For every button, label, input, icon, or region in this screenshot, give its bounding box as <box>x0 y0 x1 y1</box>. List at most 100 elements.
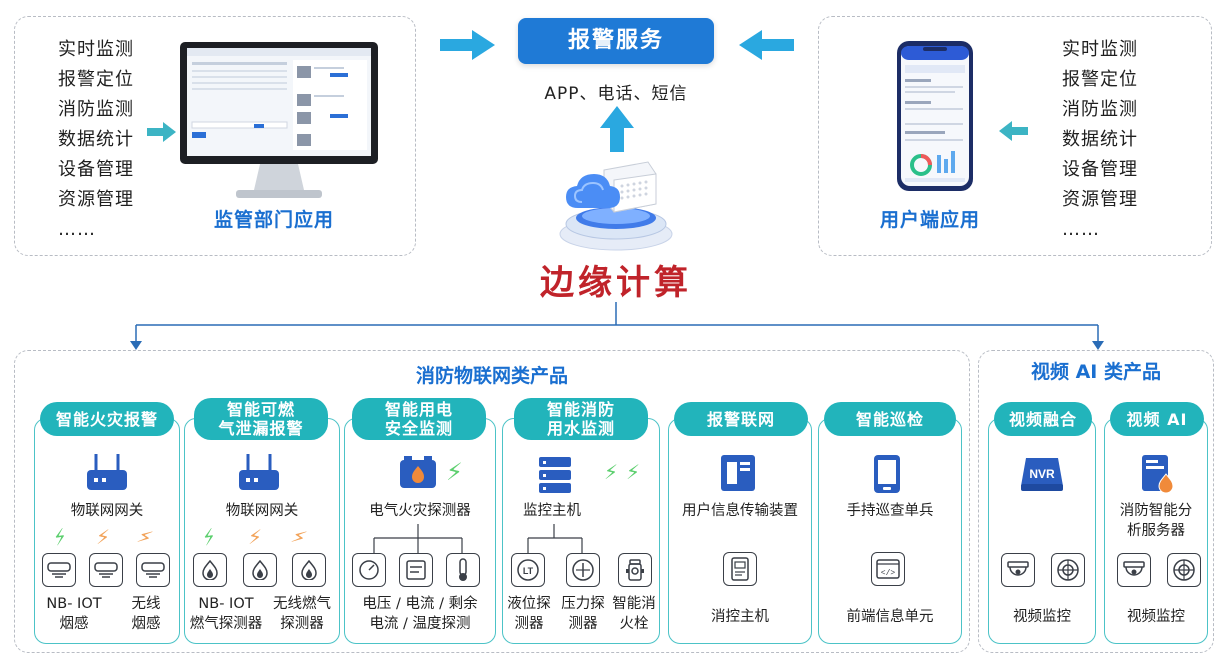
gas-detector-icon <box>243 553 277 587</box>
sub-device-label: 视频监控 <box>1127 609 1185 625</box>
feature-item: 消防监测 <box>1062 99 1138 120</box>
sub-device-label: NB- IOT 烟感 <box>46 596 102 632</box>
feature-item: 资源管理 <box>1062 189 1138 210</box>
sub-device-label: 电压 / 电流 / 剩余 电流 / 温度探测 <box>362 596 478 632</box>
alarm-channels: APP、电话、短信 <box>544 84 688 104</box>
smoke-detector-icon <box>89 553 123 587</box>
card-title: 智能用电 安全监测 <box>352 398 486 440</box>
edge-cloud-icon <box>559 161 673 251</box>
iot-section-title: 消防物联网类产品 <box>415 365 568 387</box>
device-label: 手持巡查单兵 <box>846 503 934 519</box>
video-ai-panel <box>978 350 1214 653</box>
edge-computing-title: 边缘计算 <box>540 263 692 303</box>
tree-connector <box>527 524 583 553</box>
feature-item: 实时监测 <box>1062 39 1138 60</box>
device-label: 消防智能分 析服务器 <box>1119 503 1193 539</box>
electrical-fire-detector-icon <box>400 456 436 488</box>
ptz-camera-icon <box>1051 553 1085 587</box>
signal-bolt-icon: ⚡ <box>96 525 111 549</box>
feature-item: 实时监测 <box>58 39 134 60</box>
user-app-title: 用户端应用 <box>880 209 981 231</box>
card-title: 智能可燃 气泄漏报警 <box>194 398 328 440</box>
card-title: 视频 AI <box>1110 402 1204 436</box>
product-card-water-monitoring <box>502 418 660 644</box>
supervision-app-title: 监管部门应用 <box>214 209 335 231</box>
power-bolt-icon: ⚡ <box>446 458 463 486</box>
device-label: 用户信息传输装置 <box>682 503 798 519</box>
pressure-sensor-icon <box>566 553 600 587</box>
feature-item: 设备管理 <box>58 159 134 180</box>
sub-device-label: 智能消 火栓 <box>612 596 656 632</box>
sub-device-label: 压力探 测器 <box>561 596 605 632</box>
card-title: 视频融合 <box>994 402 1092 436</box>
nvr-icon: NVR <box>1021 458 1063 491</box>
router-icon <box>239 454 279 490</box>
server-host-icon <box>539 457 571 493</box>
feature-item: …… <box>58 219 96 240</box>
level-sensor-icon: LT <box>511 553 545 587</box>
dome-camera-icon <box>1117 553 1151 587</box>
product-card-video-fusion <box>988 418 1096 644</box>
sub-device-label: 液位探 测器 <box>507 596 551 632</box>
feature-item: …… <box>1062 219 1100 240</box>
feature-item: 数据统计 <box>58 129 134 150</box>
transmission-device-icon <box>721 455 755 491</box>
alarm-service-box: 报警服务 <box>518 18 714 64</box>
signal-bolt-icon: ⚡ <box>604 460 619 484</box>
feature-item: 数据统计 <box>1062 129 1138 150</box>
smoke-detector-icon <box>42 553 76 587</box>
phone-icon <box>897 41 973 191</box>
tree-connector <box>373 524 463 553</box>
arrow-up-icon <box>600 106 634 152</box>
card-title: 报警联网 <box>674 402 808 436</box>
video-ai-section-title: 视频 AI 类产品 <box>1030 361 1161 383</box>
svg-text:LT: LT <box>523 566 534 576</box>
product-card-gas-leak <box>184 418 340 644</box>
arrow-right-icon <box>440 30 495 60</box>
product-card-electrical-safety <box>344 418 496 644</box>
sub-device-label: 消控主机 <box>711 609 769 625</box>
sub-device-label: 无线燃气 探测器 <box>273 596 331 632</box>
user-app-panel <box>818 16 1212 256</box>
feature-item: 报警定位 <box>58 69 134 90</box>
control-host-icon <box>723 552 757 586</box>
nvr-label: NVR <box>1029 467 1055 481</box>
handheld-terminal-icon <box>874 455 900 493</box>
card-title: 智能巡检 <box>824 402 956 436</box>
feature-item: 报警定位 <box>1062 69 1138 90</box>
product-card-alarm-network <box>668 418 812 644</box>
signal-bolt-icon: ⚡ <box>626 460 641 484</box>
arrow-left-icon <box>999 121 1028 141</box>
sub-device-label: NB- IOT 燃气探测器 <box>189 596 263 632</box>
device-label: 物联网网关 <box>225 503 299 519</box>
current-meter-icon <box>399 553 433 587</box>
hydrant-icon <box>618 553 652 587</box>
thermometer-icon <box>446 553 480 587</box>
feature-item: 消防监测 <box>58 99 134 120</box>
supervision-app-panel <box>14 16 416 256</box>
card-title: 智能火灾报警 <box>40 402 174 436</box>
iot-products-panel <box>14 350 970 653</box>
arrow-right-icon <box>147 122 176 142</box>
gas-detector-icon <box>292 553 326 587</box>
sub-device-label: 视频监控 <box>1013 609 1071 625</box>
arrow-left-icon <box>739 30 794 60</box>
supervision-feature-list: 实时监测 报警定位 消防监测 数据统计 设备管理 资源管理 …… <box>58 38 134 241</box>
router-icon <box>87 454 127 490</box>
gas-detector-icon <box>193 553 227 587</box>
feature-item: 资源管理 <box>58 189 134 210</box>
monitor-icon <box>180 42 378 198</box>
signal-bolt-icon: ⚡ <box>248 525 263 549</box>
connector-lines <box>130 302 1104 350</box>
device-label: 电气火灾探测器 <box>369 503 471 519</box>
svg-text:</>: </> <box>881 569 896 578</box>
voltage-gauge-icon <box>352 553 386 587</box>
device-label: 物联网网关 <box>70 503 144 519</box>
sub-device-label: 无线 烟感 <box>131 596 161 632</box>
smoke-detector-icon <box>136 553 170 587</box>
fire-ai-server-icon <box>1142 455 1174 494</box>
dome-camera-icon <box>1001 553 1035 587</box>
user-feature-list: 实时监测 报警定位 消防监测 数据统计 设备管理 资源管理 …… <box>1062 38 1138 241</box>
card-title: 智能消防 用水监测 <box>514 398 648 440</box>
sub-device-label: 前端信息单元 <box>846 609 934 625</box>
